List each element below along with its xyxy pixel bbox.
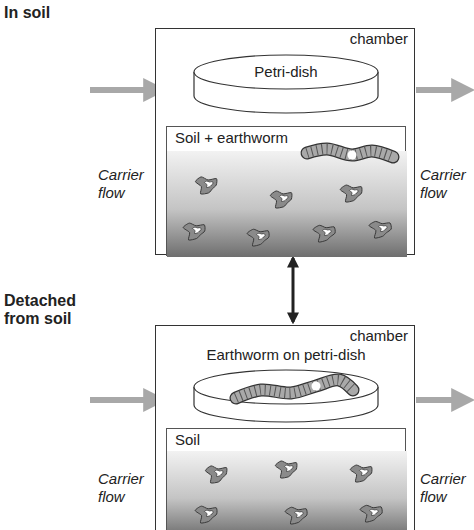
soil-aggregate [340, 185, 362, 202]
aggregate-pore [378, 225, 387, 231]
soil-aggregate [350, 465, 372, 482]
part-label: Soil [167, 429, 405, 449]
carrier-flow-arrow [90, 87, 148, 93]
flow-label: Carrier flow [98, 470, 153, 506]
chamber-label: chamber [156, 326, 414, 345]
soil-illustration [167, 429, 407, 530]
soil-box: Soil + earthworm [166, 126, 406, 256]
aggregate-pore [204, 510, 213, 516]
aggregate-pore [192, 227, 201, 233]
carrier-flow-arrow [416, 397, 456, 403]
part-label: Soil + earthworm [167, 127, 405, 147]
aggregate-pore [279, 195, 288, 201]
aggregate-pore [294, 511, 303, 517]
earthworm-segments [236, 380, 353, 398]
soil-aggregate [369, 221, 391, 238]
soil-aggregate [270, 191, 292, 208]
panel-heading: Detached from soil [4, 292, 114, 328]
earthworm-body [236, 380, 353, 398]
aggregate-pore [369, 509, 378, 515]
aggregate-pore [204, 181, 212, 187]
soil-aggregate [285, 507, 307, 524]
petri-dish: Earthworm on petri-dish [191, 346, 381, 424]
soil-box: Soil [166, 428, 406, 530]
flow-label: Carrier flow [98, 166, 153, 202]
aggregate-pore [349, 189, 358, 195]
aggregate-pore [322, 229, 331, 235]
flow-label: Carrier flow [420, 470, 472, 506]
earthworm-clitellum [312, 382, 321, 391]
soil-aggregate [275, 461, 297, 478]
aggregate-pore [359, 469, 368, 475]
dish-illustration [191, 53, 381, 115]
chamber-box: chamberEarthworm on petri-dishSoil [155, 325, 415, 530]
soil-body [167, 451, 407, 530]
panel-heading: In soil [4, 4, 124, 22]
soil-aggregate [183, 223, 205, 240]
part-label: Petri-dish [191, 53, 381, 81]
soil-aggregate [205, 466, 227, 483]
soil-aggregate [247, 229, 269, 246]
soil-aggregate [195, 177, 217, 194]
aggregate-pore [256, 233, 265, 239]
part-label: Earthworm on petri-dish [191, 346, 381, 364]
chamber-label: chamber [156, 29, 414, 48]
flow-label: Carrier flow [420, 166, 472, 202]
soil-aggregate [313, 225, 335, 242]
earthworm-clitellum [348, 151, 357, 160]
petri-dish: Petri-dish [191, 53, 381, 115]
petri-dish-lid [194, 370, 378, 404]
soil-aggregate [360, 505, 382, 522]
soilworm-illustration [167, 127, 407, 257]
earthworm-outline [236, 380, 353, 398]
aggregate-pore [214, 470, 222, 476]
aggregate-pore [284, 465, 293, 471]
carrier-flow-arrow [416, 87, 456, 93]
soil-aggregate [195, 506, 217, 523]
chamber-box: chamberPetri-dishSoil + earthworm [155, 28, 415, 255]
soil-body [167, 151, 407, 257]
double-arrow [292, 258, 295, 322]
carrier-flow-arrow [90, 397, 148, 403]
